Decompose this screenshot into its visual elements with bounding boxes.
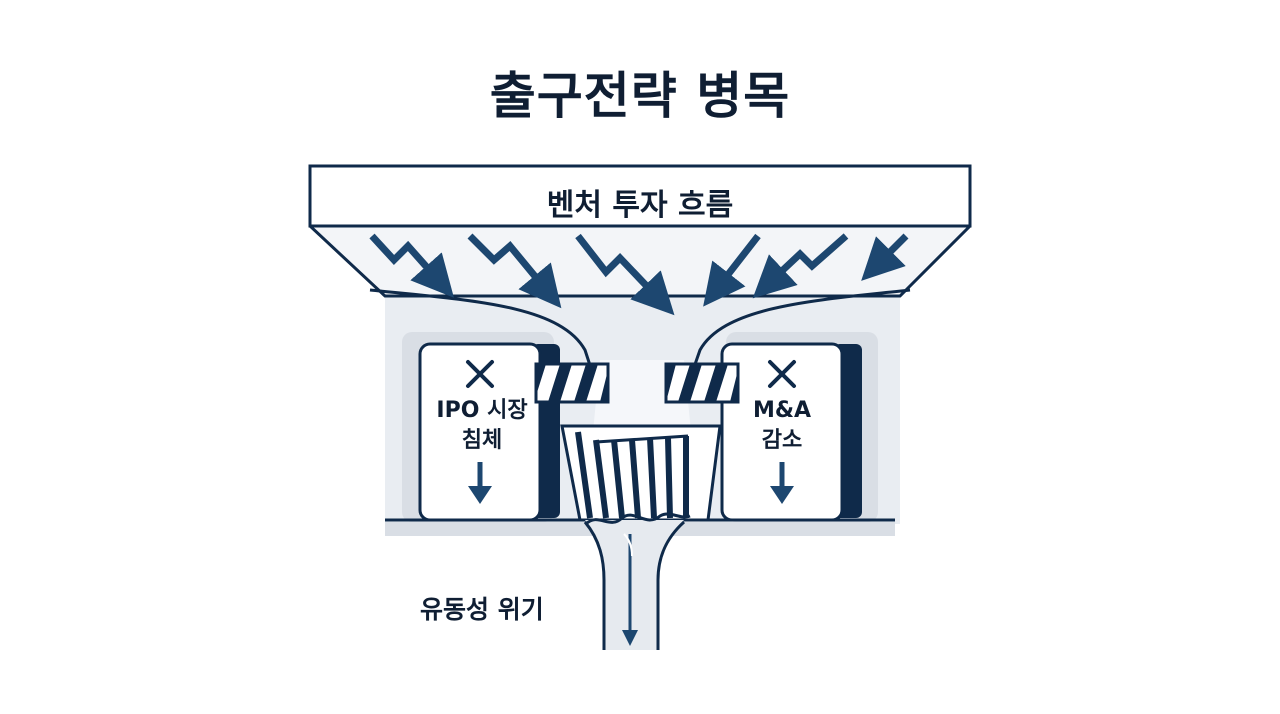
flow-arrow-2 bbox=[467, 233, 562, 309]
close-icon bbox=[768, 360, 796, 388]
ipo-label-line1: IPO 시장 bbox=[436, 398, 528, 423]
ipo-label: IPO 시장 침체 bbox=[424, 396, 540, 456]
ma-label-line1: M&A bbox=[752, 398, 812, 423]
right-barricade bbox=[664, 362, 740, 404]
ipo-label-line2: 침체 bbox=[461, 428, 503, 453]
funnel-right-wall bbox=[682, 288, 911, 397]
left-barricade bbox=[534, 362, 610, 404]
trickle-wave bbox=[584, 512, 691, 526]
funnel-label: 벤처 투자 흐름 bbox=[546, 188, 734, 223]
flow-arrow-4 bbox=[703, 233, 761, 307]
flow-arrow-5 bbox=[752, 233, 849, 299]
down-arrow-icon bbox=[770, 462, 794, 504]
flow-arrow-3 bbox=[575, 233, 675, 316]
funnel-header bbox=[308, 164, 972, 228]
diagram-title: 출구전략 병목 bbox=[489, 67, 791, 125]
bottleneck-gate bbox=[560, 424, 722, 522]
liquidity-crisis-label: 유동성 위기 bbox=[420, 595, 544, 624]
ma-label-line2: 감소 bbox=[761, 428, 803, 453]
flow-arrow-1 bbox=[369, 233, 454, 298]
close-icon bbox=[466, 360, 494, 388]
flow-arrows bbox=[369, 233, 909, 316]
funnel-left-wall bbox=[369, 288, 602, 397]
ma-blocked-box bbox=[720, 332, 878, 522]
down-arrow-icon bbox=[468, 462, 492, 504]
flow-arrow-6 bbox=[861, 233, 909, 281]
ma-label: M&A 감소 bbox=[724, 396, 840, 456]
outflow-pipe bbox=[585, 520, 684, 650]
